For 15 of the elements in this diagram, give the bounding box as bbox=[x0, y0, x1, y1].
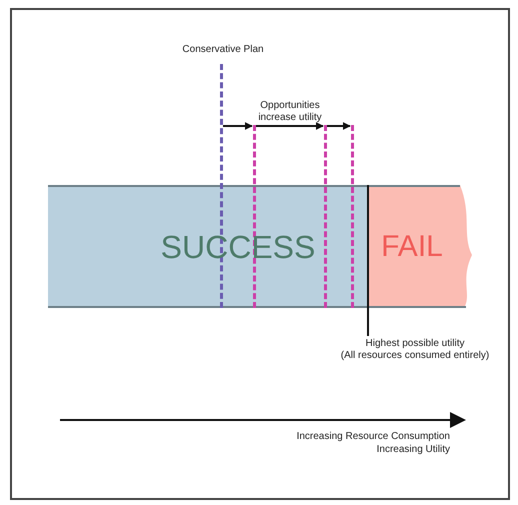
leader-line bbox=[367, 185, 369, 336]
axis-label: Increasing Resource Consumption bbox=[296, 430, 450, 443]
annotation-text: Highest possible utility bbox=[366, 338, 464, 350]
line-caption: Conservative Plan bbox=[181, 43, 265, 57]
annotation-text: Opportunities increase utility bbox=[257, 100, 323, 124]
arrow bbox=[223, 122, 253, 130]
fail-region bbox=[368, 185, 472, 308]
dashed-marker-line bbox=[324, 125, 327, 308]
annotation-text: (All resources consumed entirely) bbox=[340, 350, 490, 362]
region-label: FAIL bbox=[381, 229, 443, 265]
success-region bbox=[48, 185, 368, 308]
axis-label: Increasing Utility bbox=[376, 443, 450, 456]
dashed-marker-line bbox=[351, 125, 354, 308]
arrow bbox=[327, 122, 351, 130]
arrow bbox=[256, 122, 324, 130]
